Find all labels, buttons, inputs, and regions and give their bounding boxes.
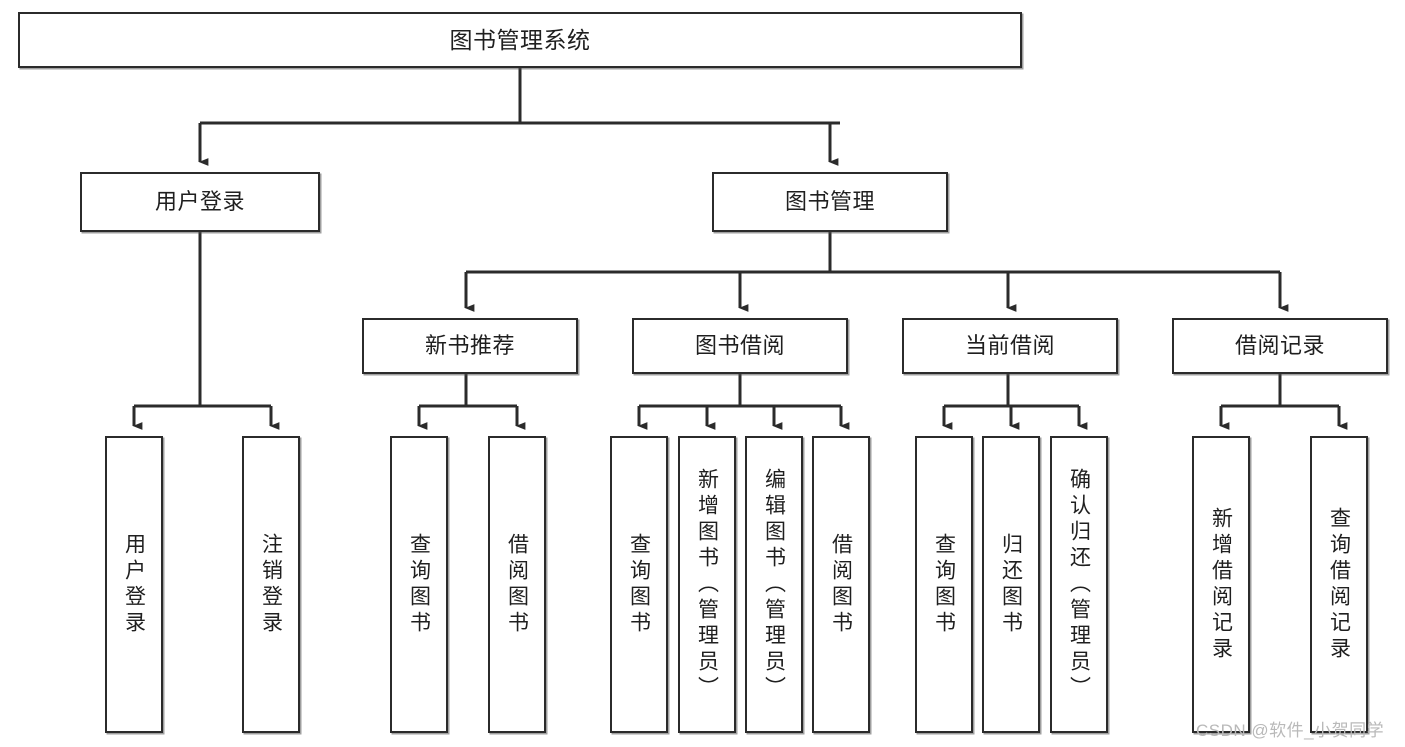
node-leaf-add-book-admin[interactable]: 新增图书（管理员） — [678, 436, 736, 733]
node-label: 查询图书 — [407, 532, 431, 637]
node-label: 图书管理系统 — [449, 26, 591, 53]
node-user-login[interactable]: 用户登录 — [80, 172, 320, 232]
node-leaf-confirm-return-admin[interactable]: 确认归还（管理员） — [1050, 436, 1108, 733]
watermark: CSDN @软件_小贺同学 — [1196, 721, 1385, 740]
node-book-borrowing[interactable]: 图书借阅 — [632, 318, 848, 374]
node-label: 归还图书 — [999, 532, 1023, 637]
node-label: 查询图书 — [932, 532, 956, 637]
node-label: 用户登录 — [122, 532, 146, 637]
node-label: 新增图书（管理员） — [695, 467, 719, 702]
node-label: 编辑图书（管理员） — [762, 467, 786, 702]
node-leaf-add-borrow-record[interactable]: 新增借阅记录 — [1192, 436, 1250, 733]
node-leaf-user-login[interactable]: 用户登录 — [105, 436, 163, 733]
node-label: 确认归还（管理员） — [1067, 467, 1091, 702]
node-leaf-borrow-book[interactable]: 借阅图书 — [812, 436, 870, 733]
node-book-management-system[interactable]: 图书管理系统 — [18, 12, 1022, 68]
node-leaf-query-book-borrowing[interactable]: 查询图书 — [610, 436, 668, 733]
node-label: 新书推荐 — [424, 333, 515, 359]
node-leaf-borrow-book-recommendation[interactable]: 借阅图书 — [488, 436, 546, 733]
node-leaf-return-book[interactable]: 归还图书 — [982, 436, 1040, 733]
node-label: 查询借阅记录 — [1327, 506, 1351, 663]
node-label: 当前借阅 — [964, 333, 1055, 359]
node-leaf-query-book-current[interactable]: 查询图书 — [915, 436, 973, 733]
node-label: 借阅图书 — [829, 532, 853, 637]
node-label: 新增借阅记录 — [1209, 506, 1233, 663]
node-label: 借阅记录 — [1234, 333, 1325, 359]
node-label: 借阅图书 — [505, 532, 529, 637]
node-leaf-user-logout[interactable]: 注销登录 — [242, 436, 300, 733]
node-current-borrowing[interactable]: 当前借阅 — [902, 318, 1118, 374]
node-label: 图书借阅 — [694, 333, 785, 359]
node-leaf-query-book-recommendation[interactable]: 查询图书 — [390, 436, 448, 733]
node-label: 图书管理 — [784, 189, 875, 215]
node-book-management[interactable]: 图书管理 — [712, 172, 948, 232]
node-new-book-recommendation[interactable]: 新书推荐 — [362, 318, 578, 374]
node-label: 注销登录 — [259, 532, 283, 637]
node-leaf-edit-book-admin[interactable]: 编辑图书（管理员） — [745, 436, 803, 733]
node-leaf-query-borrow-record[interactable]: 查询借阅记录 — [1310, 436, 1368, 733]
node-borrowing-records[interactable]: 借阅记录 — [1172, 318, 1388, 374]
node-label: 查询图书 — [627, 532, 651, 637]
node-label: 用户登录 — [154, 189, 245, 215]
